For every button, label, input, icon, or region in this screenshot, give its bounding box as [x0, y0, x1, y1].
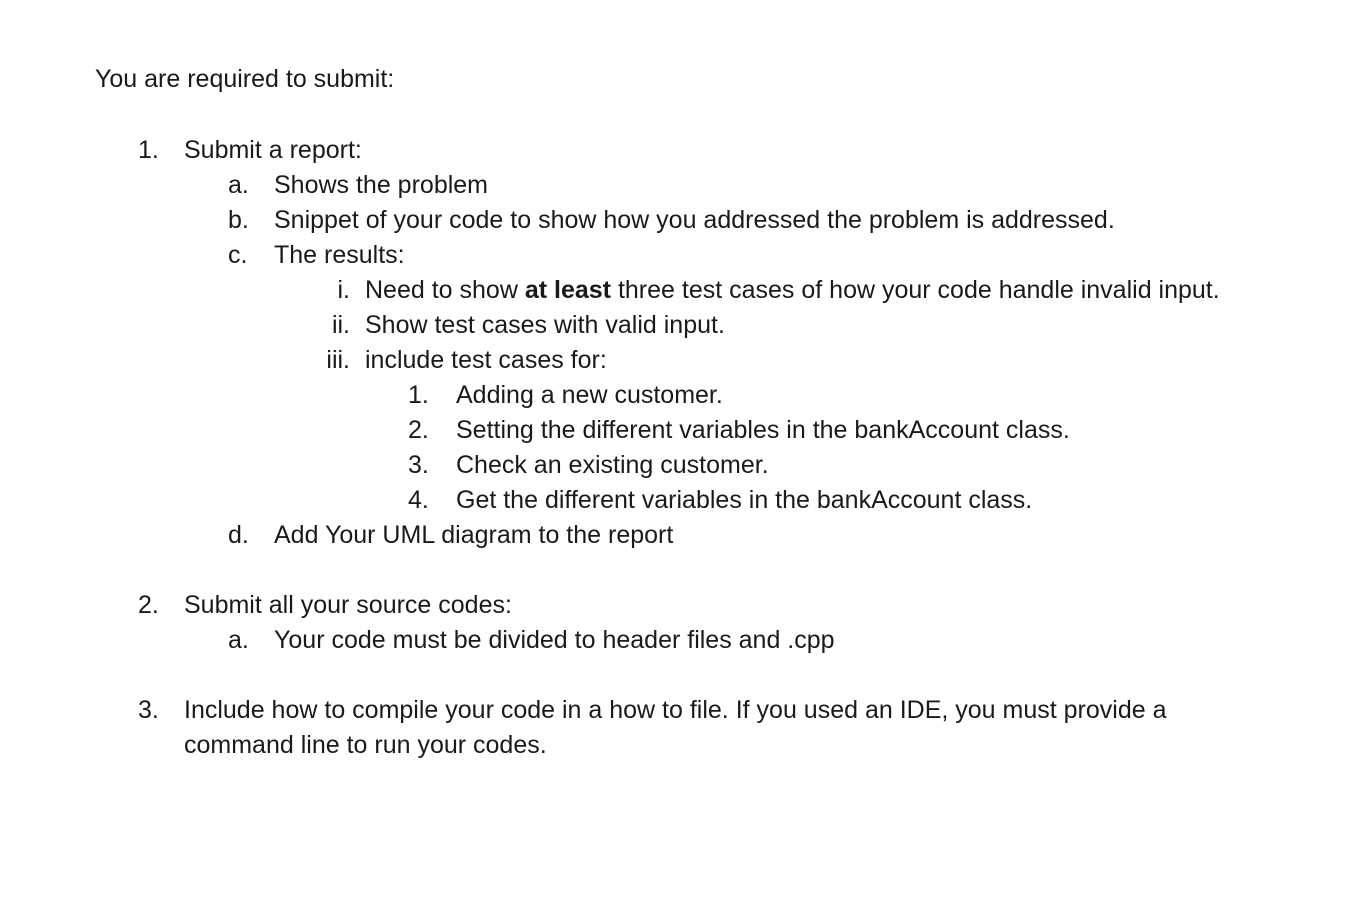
- list-item: iii. include test cases for:: [95, 343, 1255, 378]
- list-item: 1. Adding a new customer.: [95, 378, 1255, 413]
- list-marker: 2.: [408, 416, 429, 444]
- list-item: 2. Setting the different variables in th…: [95, 413, 1255, 448]
- text-segment: three test cases of how your code handle…: [611, 276, 1220, 304]
- list-marker: 3.: [408, 451, 429, 479]
- list-item-text: Adding a new customer.: [456, 381, 723, 409]
- text-segment: Need to show: [365, 276, 525, 304]
- list-marker: c.: [228, 241, 248, 269]
- list-item-text: include test cases for:: [365, 346, 607, 374]
- list-marker: a.: [228, 171, 249, 199]
- list-item: a. Shows the problem: [95, 168, 1255, 203]
- list-item-text: Snippet of your code to show how you add…: [274, 206, 1115, 234]
- list-item-text: Get the different variables in the bankA…: [456, 486, 1033, 514]
- intro-paragraph: You are required to submit:: [95, 65, 395, 93]
- list-item: 1. Submit a report:: [95, 133, 1255, 168]
- document-body: You are required to submit: 1. Submit a …: [95, 62, 1255, 763]
- list-marker: ii.: [331, 311, 350, 339]
- list-item: i. Need to show at least three test case…: [95, 273, 1255, 308]
- paragraph-spacer: [95, 658, 1255, 693]
- list-marker: 1.: [138, 136, 159, 164]
- list-item-text: Submit all your source codes:: [184, 591, 512, 619]
- list-item-text: Shows the problem: [274, 171, 489, 199]
- list-marker: i.: [337, 276, 351, 304]
- list-item: 3. Check an existing customer.: [95, 448, 1255, 483]
- list-marker: iii.: [326, 346, 350, 374]
- list-item: b. Snippet of your code to show how you …: [95, 203, 1255, 238]
- list-item-text: Submit a report:: [184, 136, 362, 164]
- paragraph-spacer: [95, 553, 1255, 588]
- list-item-text: Your code must be divided to header file…: [274, 626, 835, 654]
- list-marker: a.: [228, 626, 249, 654]
- list-marker: 4.: [408, 486, 429, 514]
- list-marker: 1.: [408, 381, 429, 409]
- list-marker: 2.: [138, 591, 159, 619]
- list-item-text: Include how to compile your code in a ho…: [184, 696, 1167, 759]
- list-item-text: Add Your UML diagram to the report: [274, 521, 674, 549]
- list-item-text: Show test cases with valid input.: [365, 311, 725, 339]
- list-item: d. Add Your UML diagram to the report: [95, 518, 1255, 553]
- list-item: c. The results:: [95, 238, 1255, 273]
- list-item-text: Need to show at least three test cases o…: [365, 273, 1255, 308]
- list-item: 4. Get the different variables in the ba…: [95, 483, 1255, 518]
- list-marker: d.: [228, 521, 249, 549]
- emphasis-text: at least: [524, 276, 611, 304]
- list-marker: 3.: [138, 696, 159, 724]
- list-marker: b.: [228, 206, 249, 234]
- list-item-text: Check an existing customer.: [456, 451, 769, 479]
- list-item: 3. Include how to compile your code in a…: [95, 693, 1255, 763]
- list-item: a. Your code must be divided to header f…: [95, 623, 1255, 658]
- list-item-text: The results:: [274, 241, 405, 269]
- list-item-text: Setting the different variables in the b…: [456, 416, 1070, 444]
- list-item: 2. Submit all your source codes:: [95, 588, 1255, 623]
- list-item: ii. Show test cases with valid input.: [95, 308, 1255, 343]
